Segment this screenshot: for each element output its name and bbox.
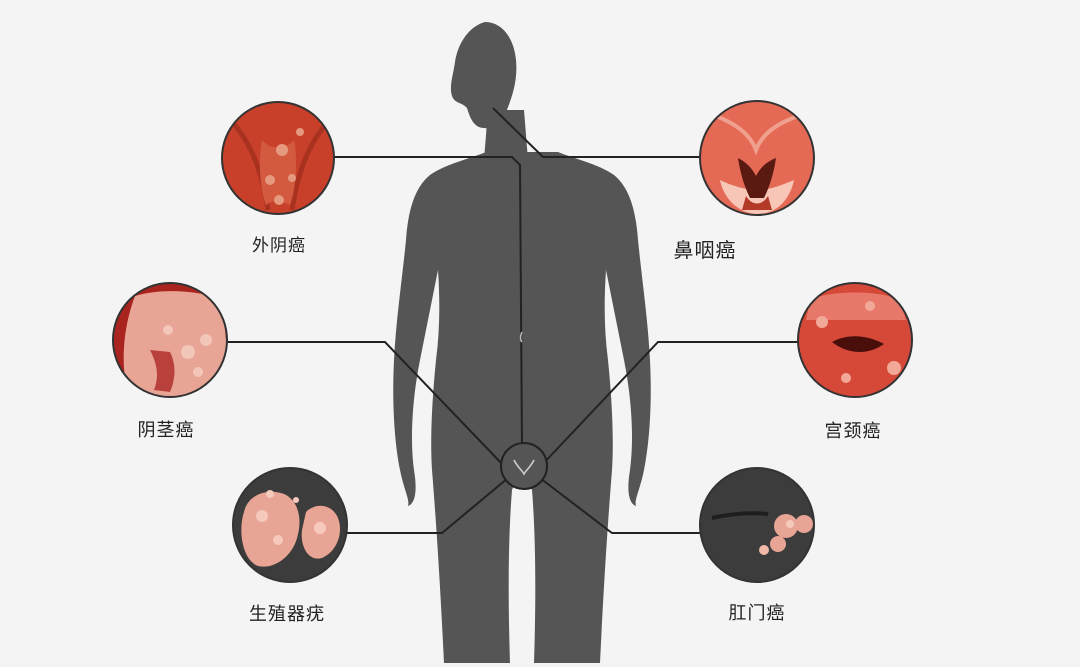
penile-cancer-illustration xyxy=(112,282,228,398)
label-cervical-cancer: 宫颈癌 xyxy=(824,421,882,442)
pelvis-target-circle xyxy=(500,442,548,490)
anal-cancer-illustration xyxy=(699,467,815,583)
connector-lines xyxy=(227,107,798,534)
nasopharyngeal-cancer-illustration xyxy=(699,100,815,216)
cervical-cancer-illustration xyxy=(797,282,913,398)
connector-npc xyxy=(492,107,700,158)
vulvar-cancer-illustration xyxy=(221,101,335,215)
navel-mark xyxy=(519,331,523,343)
label-genital-warts: 生殖器疣 xyxy=(249,604,325,625)
pelvis-mark xyxy=(513,459,535,476)
label-vulvar-cancer: 外阴癌 xyxy=(252,236,306,256)
label-penile-cancer: 阴茎癌 xyxy=(137,420,195,441)
genital-warts-illustration xyxy=(232,467,348,583)
connector-cervical xyxy=(539,341,798,468)
connector-penile xyxy=(227,341,506,468)
label-nasopharyngeal-cancer: 鼻咽癌 xyxy=(673,238,737,262)
label-anal-cancer: 肛门癌 xyxy=(728,603,786,624)
connector-vulvar xyxy=(334,156,523,449)
connector-anal xyxy=(539,477,700,534)
connector-genital xyxy=(347,477,509,534)
